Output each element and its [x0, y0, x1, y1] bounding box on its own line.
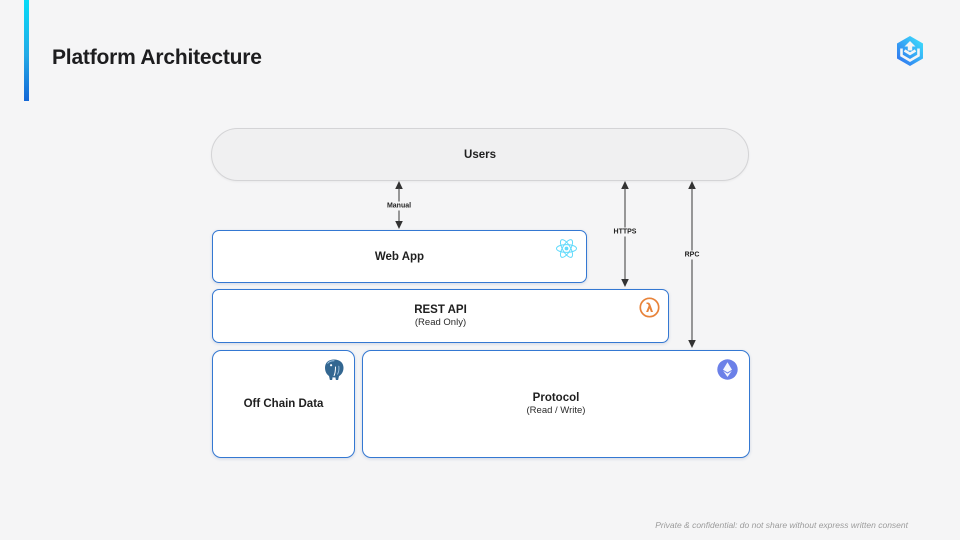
ethereum-icon [717, 359, 738, 385]
arrow-label-https: HTTPS [610, 227, 640, 237]
postgresql-icon [322, 358, 346, 387]
node-rest-api-subtitle: (Read Only) [414, 317, 467, 328]
svg-text:λ: λ [646, 301, 654, 315]
arrow-label-rpc: RPC [681, 250, 703, 260]
node-users: Users [211, 128, 749, 181]
arrow-label-manual: Manual [383, 201, 415, 211]
node-web-app-title: Web App [374, 250, 425, 263]
node-off-chain-data: Off Chain Data [212, 350, 355, 458]
node-protocol: Protocol (Read / Write) [362, 350, 750, 458]
node-users-label: Users [464, 148, 496, 161]
node-rest-api: REST API (Read Only) λ [212, 289, 669, 343]
page-title: Platform Architecture [52, 46, 262, 69]
react-icon [555, 238, 578, 264]
node-protocol-title: Protocol [532, 392, 580, 404]
accent-bar [24, 0, 29, 101]
node-protocol-subtitle: (Read / Write) [526, 405, 586, 416]
company-logo-icon [892, 33, 928, 69]
node-off-chain-data-title: Off Chain Data [243, 398, 324, 410]
node-web-app: Web App [212, 230, 587, 283]
arrow-users-protocol [688, 181, 696, 348]
node-rest-api-title: REST API [414, 304, 467, 316]
lambda-icon: λ [639, 297, 660, 323]
confidentiality-note: Private & confidential: do not share wit… [655, 520, 908, 530]
